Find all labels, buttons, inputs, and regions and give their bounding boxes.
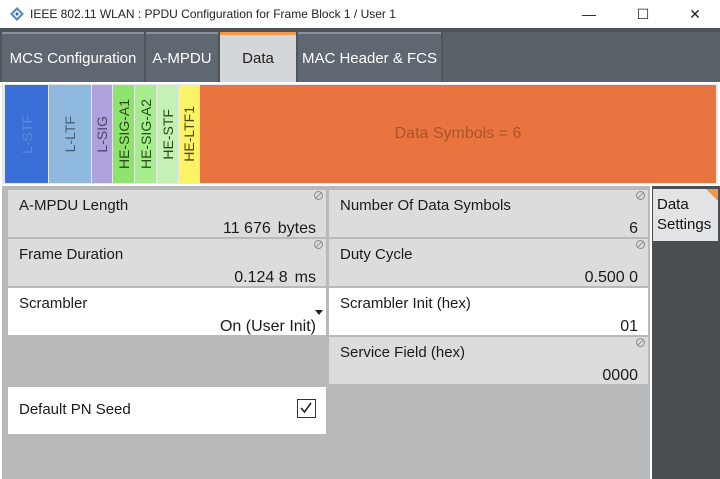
segment-he-sig-a1[interactable]: HE-SIG-A1 <box>113 85 134 183</box>
segment-he-sig-a2[interactable]: HE-SIG-A2 <box>135 85 156 183</box>
segment-he-stf-label: HE-STF <box>159 108 176 160</box>
duty-cycle-value: 0.500 0 <box>584 269 638 286</box>
minimize-button[interactable]: — <box>582 6 596 22</box>
read-only-icon <box>636 338 645 347</box>
tab-bar: MCS Configuration A-MPDU Data MAC Header… <box>0 28 720 82</box>
tab-ampdu[interactable]: A-MPDU <box>146 32 218 82</box>
read-only-icon <box>636 240 645 249</box>
segment-l-sig[interactable]: L-SIG <box>92 85 112 183</box>
number-of-data-symbols-value: 6 <box>629 220 638 237</box>
service-field-value: 0000 <box>602 367 638 384</box>
side-panel: Data Settings <box>652 186 720 479</box>
duty-cycle-field: Duty Cycle 0.500 0 <box>329 239 648 286</box>
segment-he-sig-a2-label: HE-SIG-A2 <box>137 98 154 169</box>
read-only-icon <box>314 191 323 200</box>
app-diamond-icon <box>10 7 24 21</box>
read-only-icon <box>636 191 645 200</box>
data-settings-button[interactable]: Data Settings <box>653 189 718 241</box>
ampdu-length-label: A-MPDU Length <box>19 197 129 214</box>
duty-cycle-label: Duty Cycle <box>340 246 413 263</box>
dropdown-caret-icon <box>315 310 323 315</box>
ppdu-frame-diagram: L-STF L-LTF L-SIG HE-SIG-A1 HE-SIG-A2 HE… <box>2 84 718 184</box>
tab-data[interactable]: Data <box>220 32 296 82</box>
window-title: IEEE 802.11 WLAN : PPDU Configuration fo… <box>30 7 396 21</box>
active-corner-marker <box>706 189 718 201</box>
segment-he-stf[interactable]: HE-STF <box>157 85 178 183</box>
read-only-icon <box>314 240 323 249</box>
segment-l-ltf[interactable]: L-LTF <box>49 85 91 183</box>
number-of-data-symbols-field: Number Of Data Symbols 6 <box>329 190 648 237</box>
tab-mac-header-fcs[interactable]: MAC Header & FCS <box>298 32 441 82</box>
tab-mcs-configuration[interactable]: MCS Configuration <box>2 32 144 82</box>
segment-he-ltf1-label: HE-LTF1 <box>181 106 197 162</box>
scrambler-value: On (User Init) <box>219 318 316 335</box>
segment-he-sig-a1-label: HE-SIG-A1 <box>115 98 132 169</box>
scrambler-dropdown[interactable]: Scrambler On (User Init) <box>8 288 326 335</box>
close-button[interactable]: ✕ <box>689 5 701 22</box>
number-of-data-symbols-label: Number Of Data Symbols <box>340 197 511 214</box>
data-settings-button-line1: Data <box>657 196 689 213</box>
default-pn-seed-checkbox[interactable] <box>297 399 316 418</box>
default-pn-seed-field: Default PN Seed <box>8 387 326 434</box>
scrambler-init-label: Scrambler Init (hex) <box>340 295 471 312</box>
checkmark-icon <box>300 402 312 414</box>
segment-data-symbols-label: Data Symbols = 6 <box>394 125 522 142</box>
service-field-label: Service Field (hex) <box>340 344 466 361</box>
service-field-field: Service Field (hex) 0000 <box>329 337 648 384</box>
data-settings-button-line2: Settings <box>657 216 712 233</box>
segment-data-symbols[interactable]: Data Symbols = 6 <box>200 85 716 183</box>
scrambler-init-input[interactable]: Scrambler Init (hex) 01 <box>329 288 648 335</box>
title-bar: IEEE 802.11 WLAN : PPDU Configuration fo… <box>0 0 720 28</box>
scrambler-init-value: 01 <box>620 318 638 335</box>
maximize-button[interactable]: ☐ <box>636 5 650 22</box>
default-pn-seed-label: Default PN Seed <box>19 401 131 418</box>
segment-he-ltf1[interactable]: HE-LTF1 <box>179 85 199 183</box>
segment-l-stf[interactable]: L-STF <box>5 85 48 183</box>
segment-l-ltf-label: L-LTF <box>62 115 78 153</box>
tab-bar-filler <box>443 32 720 82</box>
segment-l-stf-label: L-STF <box>18 114 35 154</box>
scrambler-label: Scrambler <box>19 295 88 312</box>
segment-l-sig-label: L-SIG <box>94 115 110 153</box>
frame-duration-label: Frame Duration <box>19 246 124 263</box>
